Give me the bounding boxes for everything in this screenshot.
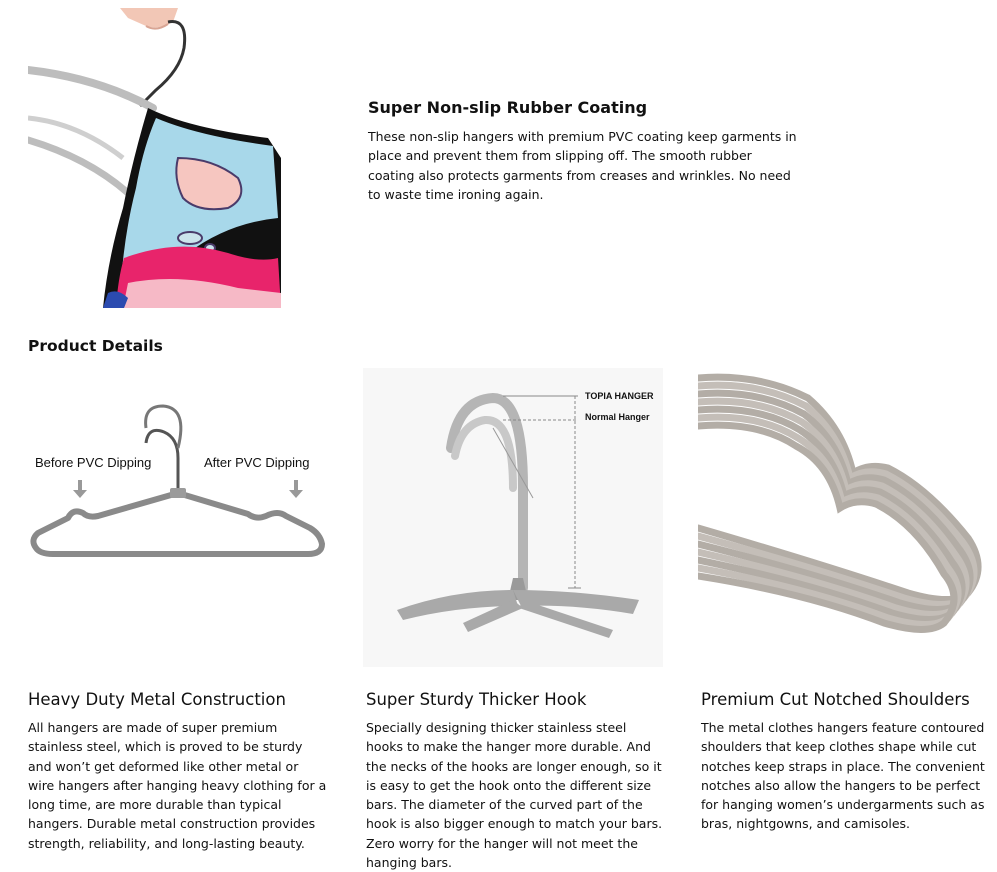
notched-shoulders-image <box>694 368 997 667</box>
after-pvc-label: After PVC Dipping <box>204 455 310 470</box>
product-details-heading: Product Details <box>28 337 163 355</box>
pvc-dipping-image: Before PVC Dipping After PVC Dipping <box>28 368 328 667</box>
card-text-thicker-hook: Specially designing thicker stainless st… <box>366 720 663 871</box>
hero-description: These non-slip hangers with premium PVC … <box>368 129 797 202</box>
card-title-notched-shoulders: Premium Cut Notched Shoulders <box>701 690 970 709</box>
before-pvc-label: Before PVC Dipping <box>35 455 151 470</box>
card-title-metal-construction: Heavy Duty Metal Construction <box>28 690 286 709</box>
hero-title: Super Non-slip Rubber Coating <box>368 98 648 117</box>
hero-product-image <box>28 8 281 308</box>
thicker-hook-image: TOPIA HANGER Normal Hanger <box>363 368 663 667</box>
card-text-notched-shoulders: The metal clothes hangers feature contou… <box>701 720 985 832</box>
card-title-thicker-hook: Super Sturdy Thicker Hook <box>366 690 587 709</box>
topia-hanger-label: TOPIA HANGER <box>585 391 654 401</box>
hero-description-block: Super Non-slip Rubber Coating These non-… <box>368 98 798 204</box>
card-text-metal-construction: All hangers are made of super premium st… <box>28 720 327 851</box>
normal-hanger-label: Normal Hanger <box>585 412 650 422</box>
